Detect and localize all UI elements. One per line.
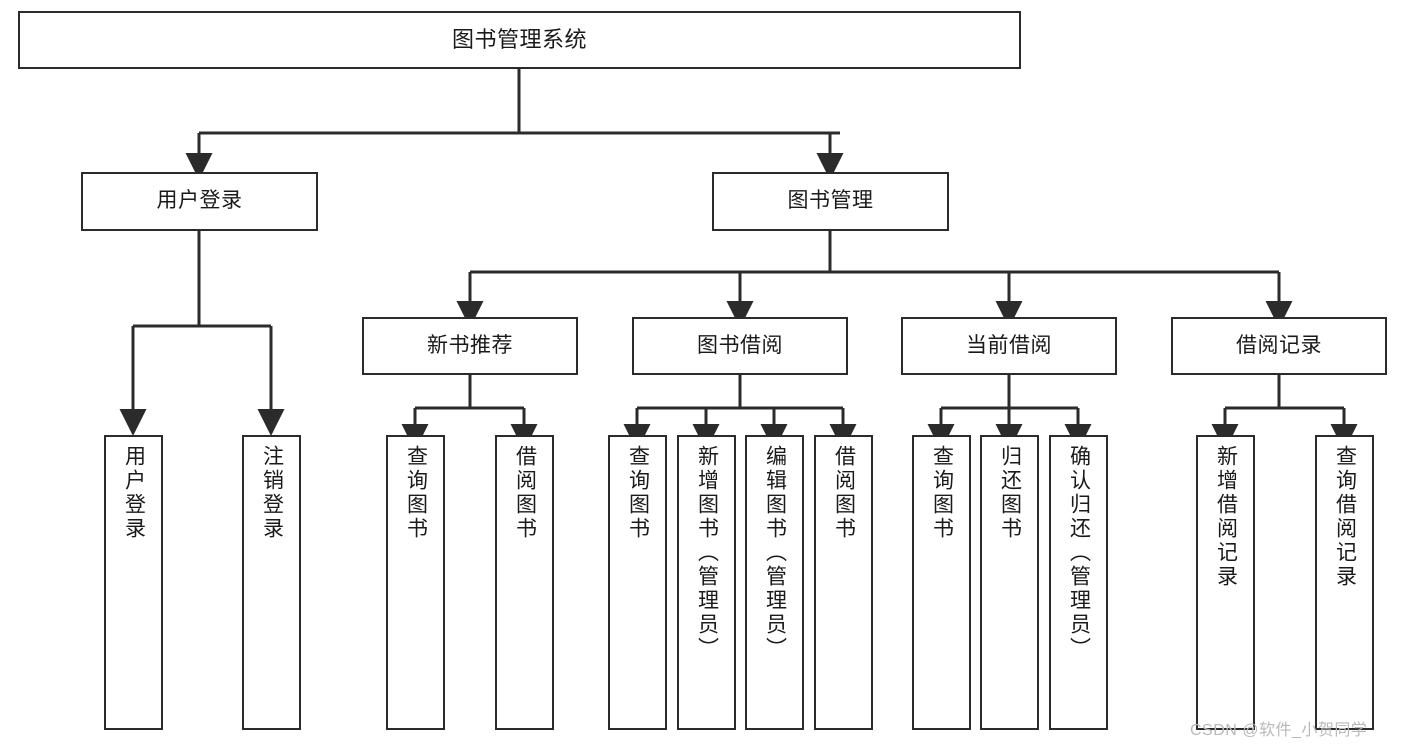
leaf-current-query-books-label: 查询图书 — [930, 445, 954, 541]
node-root-book-management-system[interactable]: 图书管理系统 — [18, 11, 1021, 69]
leaf-newbook-query-books-label: 查询图书 — [404, 445, 428, 541]
node-user-login-label: 用户登录 — [156, 189, 243, 213]
node-borrow-record[interactable]: 借阅记录 — [1171, 317, 1387, 375]
leaf-borrow-add-book-admin[interactable]: 新增图书（管理员） — [677, 435, 736, 730]
leaf-borrow-borrow-books-label: 借阅图书 — [832, 445, 856, 541]
leaf-logout-label: 注销登录 — [260, 445, 284, 541]
leaf-borrow-add-book-admin-label: 新增图书（管理员） — [695, 445, 719, 661]
leaf-borrow-edit-book-admin[interactable]: 编辑图书（管理员） — [745, 435, 804, 730]
node-book-management[interactable]: 图书管理 — [712, 172, 949, 231]
leaf-newbook-borrow-books-label: 借阅图书 — [513, 445, 537, 541]
node-root-label: 图书管理系统 — [451, 27, 587, 53]
leaf-current-confirm-return-admin-label: 确认归还（管理员） — [1067, 445, 1091, 661]
leaf-record-query-borrow-record-label: 查询借阅记录 — [1333, 445, 1357, 589]
csdn-watermark: CSDN @软件_小贺同学 — [1190, 722, 1368, 739]
leaf-logout[interactable]: 注销登录 — [242, 435, 301, 730]
leaf-borrow-borrow-books[interactable]: 借阅图书 — [814, 435, 873, 730]
leaf-record-query-borrow-record[interactable]: 查询借阅记录 — [1315, 435, 1374, 730]
node-book-management-label: 图书管理 — [787, 189, 874, 213]
leaf-current-confirm-return-admin[interactable]: 确认归还（管理员） — [1049, 435, 1108, 730]
node-book-borrow[interactable]: 图书借阅 — [632, 317, 848, 375]
leaf-newbook-query-books[interactable]: 查询图书 — [386, 435, 445, 730]
node-current-borrow[interactable]: 当前借阅 — [901, 317, 1117, 375]
node-borrow-record-label: 借阅记录 — [1236, 333, 1322, 357]
leaf-record-add-borrow-record-label: 新增借阅记录 — [1214, 445, 1238, 589]
leaf-borrow-edit-book-admin-label: 编辑图书（管理员） — [763, 445, 787, 661]
leaf-current-return-books-label: 归还图书 — [998, 445, 1022, 541]
leaf-current-return-books[interactable]: 归还图书 — [980, 435, 1039, 730]
node-new-book-recommend[interactable]: 新书推荐 — [362, 317, 578, 375]
leaf-user-login[interactable]: 用户登录 — [104, 435, 163, 730]
node-user-login[interactable]: 用户登录 — [81, 172, 318, 231]
leaf-borrow-query-books[interactable]: 查询图书 — [608, 435, 667, 730]
leaf-borrow-query-books-label: 查询图书 — [626, 445, 650, 541]
leaf-newbook-borrow-books[interactable]: 借阅图书 — [495, 435, 554, 730]
node-current-borrow-label: 当前借阅 — [966, 333, 1052, 357]
leaf-current-query-books[interactable]: 查询图书 — [912, 435, 971, 730]
node-new-book-recommend-label: 新书推荐 — [427, 333, 513, 357]
node-book-borrow-label: 图书借阅 — [697, 333, 783, 357]
leaf-user-login-label: 用户登录 — [122, 445, 146, 541]
leaf-record-add-borrow-record[interactable]: 新增借阅记录 — [1196, 435, 1255, 730]
